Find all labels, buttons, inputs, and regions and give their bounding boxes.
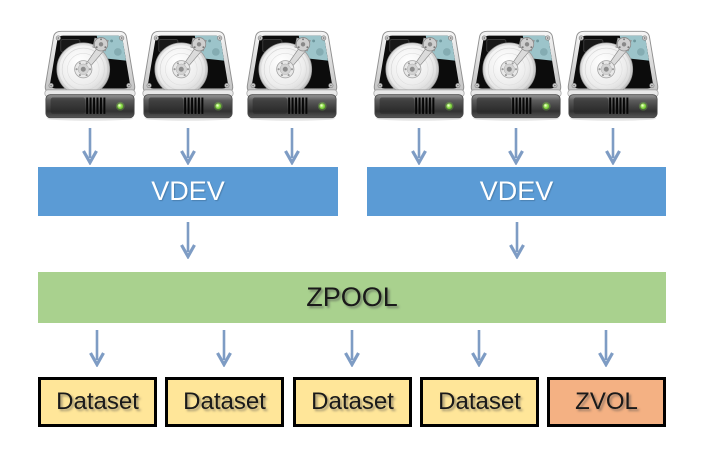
arrow-down-icon: [81, 127, 99, 165]
hard-drive-icon: [565, 26, 661, 124]
arrow-down-icon: [283, 127, 301, 165]
zvol-box: ZVOL: [547, 377, 666, 427]
dataset-box: Dataset: [38, 377, 157, 427]
dataset-box: Dataset: [420, 377, 539, 427]
hard-drive-icon: [244, 26, 340, 124]
arrow-down-icon: [507, 127, 525, 165]
vdev-box: VDEV: [367, 167, 666, 216]
arrow-down-icon: [179, 127, 197, 165]
dataset-label: Dataset: [311, 388, 394, 415]
arrow-down-icon: [410, 127, 428, 165]
arrow-down-icon: [179, 221, 197, 259]
zpool-label: ZPOOL: [306, 282, 398, 312]
arrow-down-icon: [597, 329, 615, 367]
zpool-box: ZPOOL: [38, 272, 666, 323]
dataset-box: Dataset: [293, 377, 412, 427]
dataset-box: Dataset: [165, 377, 284, 427]
dataset-label: Dataset: [183, 388, 266, 415]
hard-drive-icon: [42, 26, 138, 124]
arrow-down-icon: [508, 221, 526, 259]
hard-drive-icon: [140, 26, 236, 124]
zvol-label: ZVOL: [575, 388, 638, 415]
arrow-down-icon: [343, 329, 361, 367]
dataset-label: Dataset: [56, 388, 139, 415]
vdev-label: VDEV: [479, 176, 554, 206]
vdev-box: VDEV: [38, 167, 338, 216]
arrow-down-icon: [88, 329, 106, 367]
hard-drive-icon: [468, 26, 564, 124]
vdev-label: VDEV: [151, 176, 225, 206]
arrow-down-icon: [215, 329, 233, 367]
arrow-down-icon: [604, 127, 622, 165]
dataset-label: Dataset: [438, 388, 521, 415]
arrow-down-icon: [470, 329, 488, 367]
hard-drive-icon: [371, 26, 467, 124]
